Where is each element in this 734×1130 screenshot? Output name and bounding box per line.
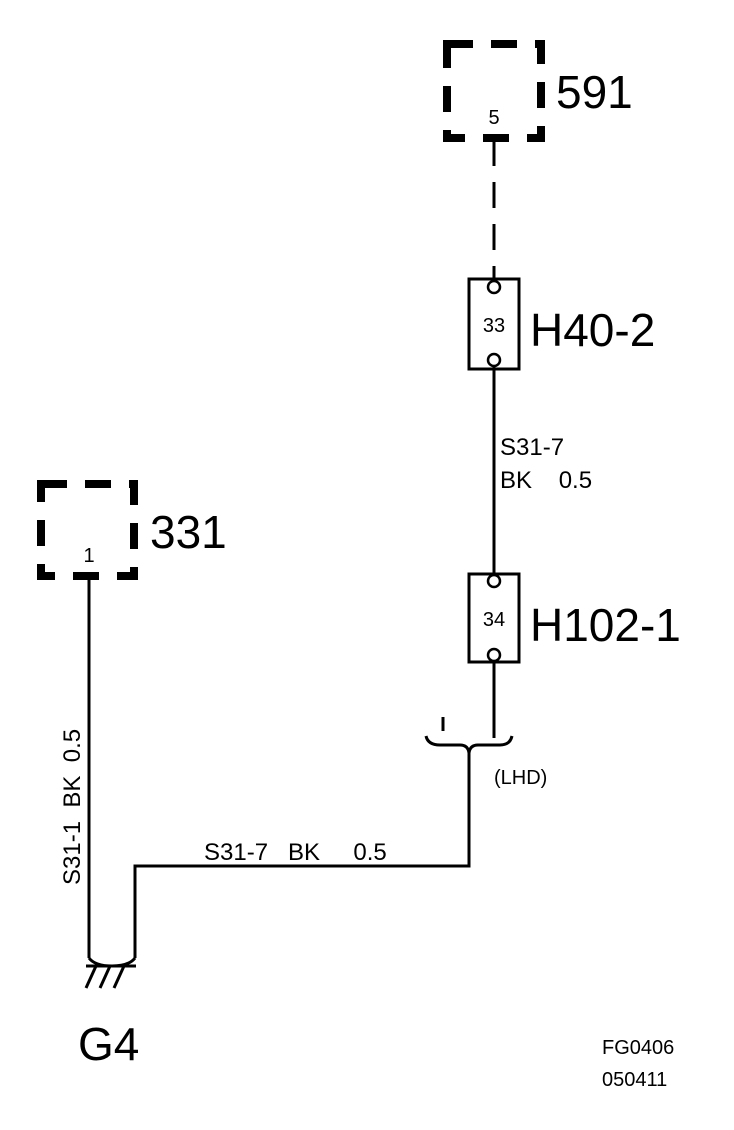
- component-331-box: [37, 480, 138, 580]
- component-591-box: [443, 40, 545, 142]
- connector-h40-2-pin-number: 33: [483, 315, 505, 337]
- figure-code: FG0406: [602, 1037, 674, 1059]
- connector-h102-1-pin-top: [486, 573, 502, 589]
- connector-h102-1-pin-number: 34: [483, 609, 505, 631]
- wire-upper-label-line2: BK 0.5: [500, 467, 592, 494]
- ground-label: G4: [78, 1018, 139, 1070]
- component-331-label: 331: [150, 506, 227, 558]
- wire-upper-label-line1: S31-7: [500, 434, 564, 461]
- splice-label: (LHD): [494, 767, 547, 789]
- component-591-label: 591: [556, 66, 633, 118]
- component-591-pin: 5: [488, 107, 499, 129]
- connector-h102-1-pin-bottom: [486, 647, 502, 663]
- ground-icon: [84, 957, 137, 989]
- figure-date: 050411: [602, 1069, 667, 1091]
- wire-left-label: S31-1 BK 0.5: [59, 729, 86, 885]
- wire-splice-to-ground: [133, 753, 471, 958]
- connector-h40-2-pin-top: [486, 279, 502, 295]
- connector-h102-1-label: H102-1: [530, 599, 681, 651]
- splice-brace: [424, 735, 514, 754]
- wire-bottom-label: S31-7 BK 0.5: [204, 839, 387, 866]
- connector-h40-2-label: H40-2: [530, 304, 655, 356]
- component-331-pin: 1: [83, 545, 94, 567]
- connector-h40-2-body: [467, 277, 521, 371]
- connector-h40-2-pin-bottom: [486, 352, 502, 368]
